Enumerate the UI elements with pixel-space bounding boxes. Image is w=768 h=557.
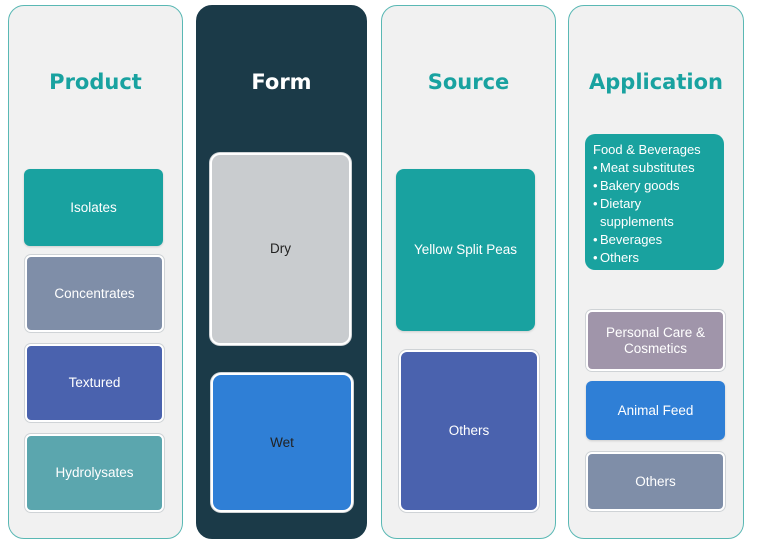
application-others: Others [586,452,725,511]
food-beverages-bullet: Bakery goods [593,177,716,195]
source-title: Source [427,70,510,94]
source-yellow-split-peas: Yellow Split Peas [396,169,535,331]
form-dry: Dry [210,153,351,345]
food-beverages-bullet: Others [593,249,716,267]
product-title: Product [49,70,142,94]
application-column: Application [568,5,744,539]
application-food-beverages: Food & Beverages Meat substitutes Bakery… [585,134,724,270]
food-beverages-list: Meat substitutes Bakery goods Dietary su… [593,159,716,267]
application-title: Application [589,70,723,94]
source-others: Others [399,350,539,512]
product-concentrates: Concentrates [25,255,164,332]
food-beverages-bullet: Meat substitutes [593,159,716,177]
form-wet: Wet [211,373,353,512]
product-hydrolysates: Hydrolysates [25,434,164,512]
application-animal-feed: Animal Feed [586,381,725,440]
product-textured: Textured [25,344,164,422]
product-isolates: Isolates [24,169,163,246]
form-title: Form [251,70,312,94]
food-beverages-heading: Food & Beverages [593,142,701,157]
application-personal-care: Personal Care & Cosmetics [586,310,725,371]
food-beverages-bullet: Dietary supplements [593,195,716,231]
food-beverages-bullet: Beverages [593,231,716,249]
